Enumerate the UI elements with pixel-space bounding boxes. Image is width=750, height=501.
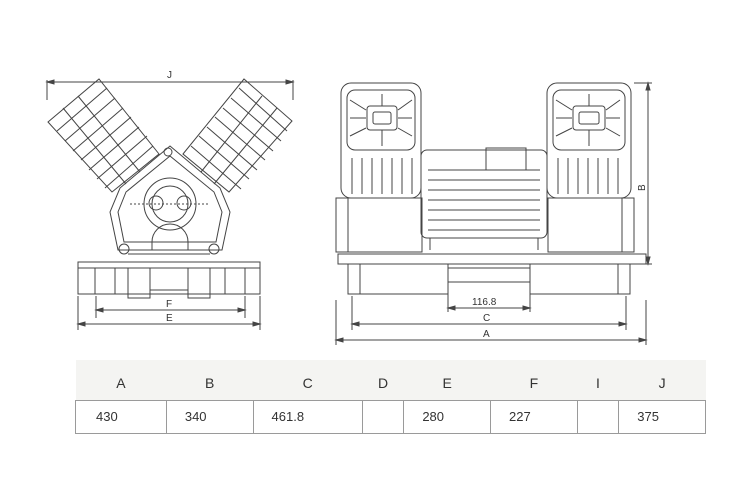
side-base [337, 253, 647, 295]
spec-value-row: 430 340 461.8 280 227 375 [75, 399, 706, 434]
dim-label-c: C [483, 313, 490, 324]
spec-header-f: F [529, 375, 539, 392]
crankcase [109, 145, 231, 255]
spec-value-i [576, 399, 620, 434]
dim-label-a: A [483, 329, 490, 340]
front-base [77, 253, 261, 299]
spec-header-c: C [302, 375, 313, 392]
dim-label-j: J [167, 70, 172, 81]
spec-header-j: J [658, 375, 666, 392]
dim-label-b: B [637, 184, 648, 191]
dim-label-offset: 116.8 [472, 297, 497, 308]
right-cylinder-head [546, 82, 632, 199]
spec-header-a: A [116, 375, 126, 392]
spec-header-e: E [442, 375, 452, 392]
spec-value-b: 340 [165, 399, 254, 434]
spec-value-a: 430 [75, 399, 167, 434]
spec-value-d [361, 399, 405, 434]
spec-header-row: A B C D E F I J [75, 360, 706, 400]
right-cylinder-fins [182, 78, 293, 193]
side-view [334, 81, 652, 345]
specification-table: A B C D E F I J 430 340 461.8 280 227 37… [75, 360, 706, 434]
spec-header-b: B [205, 375, 215, 392]
spec-value-e: 280 [403, 399, 491, 434]
left-cylinder-head [340, 82, 422, 199]
spec-value-j: 375 [618, 399, 706, 434]
spec-value-f: 227 [490, 399, 578, 434]
front-view [45, 78, 295, 330]
motor-body [420, 147, 548, 250]
spec-header-i: I [596, 375, 600, 392]
left-cylinder-fins [47, 78, 160, 193]
spec-value-c: 461.8 [252, 399, 363, 434]
dim-label-f: F [166, 299, 172, 310]
dim-label-e: E [166, 313, 173, 324]
technical-drawing: J F E B 116.8 C A [45, 70, 652, 345]
spec-header-d: D [377, 375, 389, 392]
